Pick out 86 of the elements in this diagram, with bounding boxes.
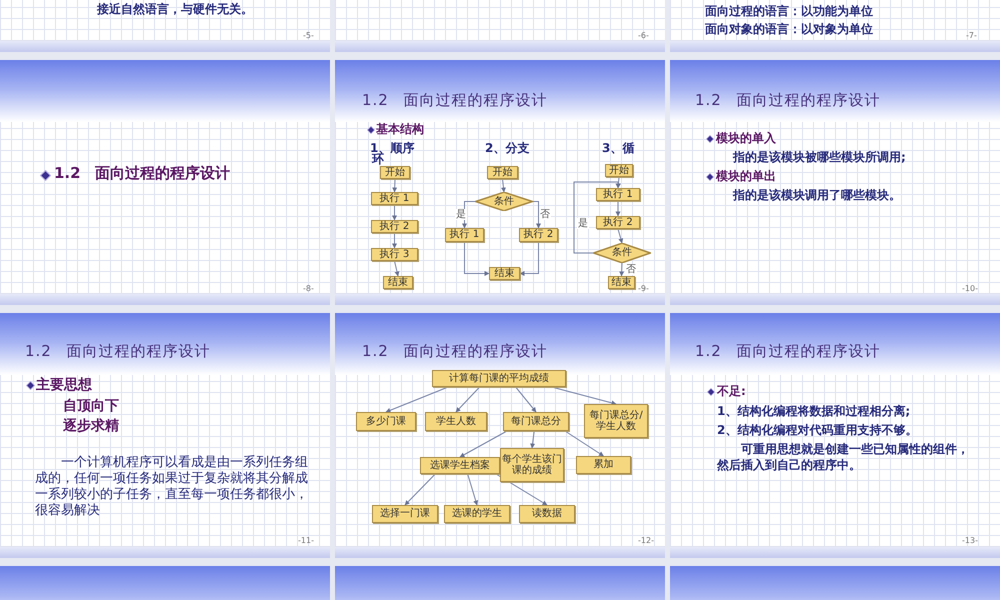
process-box: 结束 [383,276,413,289]
process-box: 执行 3 [371,248,418,261]
page-number: -5- [303,31,314,41]
process-box: 结束 [489,267,520,280]
task-box: 计算每门课的平均成绩 [432,370,566,387]
process-box: 开始 [380,166,410,179]
task-box: 选课学生档案 [420,457,500,474]
slide-title: 1.2 面向过程的程序设计 [695,91,881,109]
arrow [462,201,476,228]
slide-title: 1.2 面向过程的程序设计 [362,342,548,360]
process-box: 执行 2 [371,220,418,233]
process-box: 执行 1 [445,228,484,242]
edge-label: 是 [455,209,467,220]
slide-title: 1.2 面向过程的程序设计 [25,342,211,360]
process-box: 结束 [608,276,635,289]
process-box: 执行 1 [371,192,418,205]
arrow [520,242,539,276]
arrow [619,262,624,276]
process-box: 执行 1 [596,188,640,201]
bullet-heading: 主要思想 [36,377,92,394]
body-text: 2、分支 [485,141,530,156]
process-box: 执行 2 [519,228,558,242]
task-box: 读数据 [519,505,575,523]
arrow [404,474,436,506]
arrow [618,228,624,244]
bullet-heading: 模块的单入 [716,131,776,146]
task-box: 选择一门课 [372,505,438,523]
page-number: -13- [962,536,978,546]
task-box: 每门课总分 [503,412,569,431]
edge-label: 否 [625,264,637,275]
arrow [456,386,480,412]
edge-label: 否 [539,209,551,220]
task-box: 累加 [576,456,631,474]
arrow [392,204,397,220]
page-number: -12- [638,536,654,546]
arrow [460,430,508,458]
arrow [392,232,397,248]
arrow [467,474,478,506]
arrow [394,260,400,276]
task-box: 学生人数 [425,412,487,431]
bullet-heading: 不足: [717,384,746,398]
task-box: 选课的学生 [444,505,510,523]
process-box: 开始 [605,164,633,177]
slide-title: 1.2 面向过程的程序设计 [695,342,881,360]
section-heading: 1.2 面向过程的程序设计 [54,164,230,182]
body-text: 指的是该模块被哪些模块所调用; [733,150,906,164]
arrow [464,242,490,276]
body-text: 接近自然语言，与硬件无关。 [97,2,253,16]
bullet-heading: 自顶向下 [63,398,119,415]
body-text: 3、循 [602,141,634,156]
body-text: 2、结构化编程对代码重用支持不够。 [717,423,918,438]
arrow [386,386,449,413]
arrow [574,182,620,254]
arrow [501,178,506,192]
body-text: 面向对象的语言：以对象为单位 [705,22,873,36]
body-text: 1、顺序 [370,141,414,155]
arrow [392,178,398,192]
arrow [616,200,620,216]
page-number: -10- [962,284,978,294]
bullet-heading: 基本结构 [376,122,424,136]
slide-title: 1.2 面向过程的程序设计 [362,91,548,109]
task-box: 多少门课 [356,412,416,431]
arrow [530,430,536,448]
process-box: 执行 2 [596,216,640,229]
arrow [515,386,536,412]
arrow [564,430,604,456]
page-number: -11- [298,536,314,546]
arrow [616,176,621,188]
task-box: 每门课总分/学生人数 [584,404,648,438]
edge-label: 是 [577,218,589,229]
page-number: -9- [638,284,649,294]
body-text: 指的是该模块调用了哪些模块。 [733,188,901,202]
paragraph: 一个计算机程序可以看成是由一系列任务组成的，任何一项任务如果过于复杂就将其分解成一系列较小的子任务，直至每一项任务都很小，很容易解决 [35,455,309,519]
decision-diamond: 条件 [593,243,651,263]
page-number: -8- [303,284,314,294]
bullet-heading: 逐步求精 [63,418,119,435]
bullet-heading: 模块的单出 [716,169,776,184]
body-text: 面向过程的语言：以功能为单位 [705,4,873,18]
decision-diamond: 条件 [475,192,533,211]
page-number: -7- [966,31,977,41]
task-box: 每个学生该门课的成绩 [500,448,564,482]
paragraph: 可重用思想就是创建一些已知属性的组件，然后插入到自己的程序中。 [717,441,970,473]
arrow [532,201,541,228]
page-number: -6- [638,31,649,41]
body-text: 1、结构化编程将数据和过程相分离; [717,404,910,418]
process-box: 开始 [487,166,518,179]
